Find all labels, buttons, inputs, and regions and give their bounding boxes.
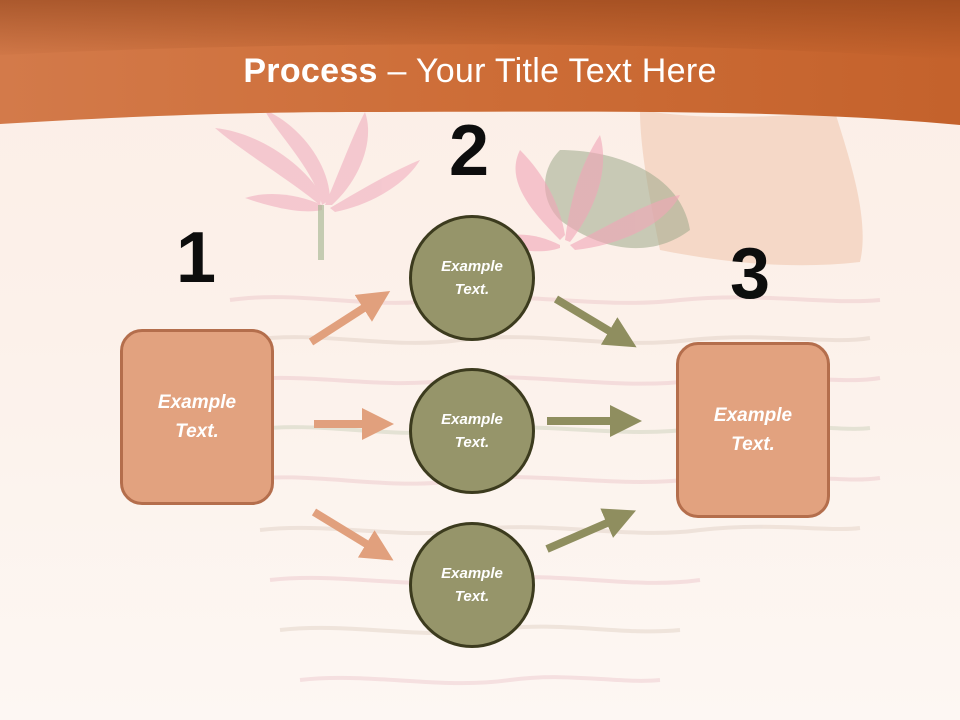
- slide-title: Process – Your Title Text Here: [0, 52, 960, 91]
- left-box-text: Example Text.: [157, 392, 237, 442]
- circle-middle-text: Example Text.: [441, 411, 503, 451]
- step-number-3: 3: [730, 234, 771, 314]
- arrow-right-top: [553, 295, 637, 348]
- right-process-box[interactable]: Example Text.: [676, 342, 830, 518]
- circle-top[interactable]: Example Text.: [409, 215, 535, 341]
- circle-bottom[interactable]: Example Text.: [409, 522, 535, 648]
- circle-top-text: Example Text.: [441, 258, 503, 298]
- arrow-left-bottom: [311, 508, 394, 561]
- right-box-text: Example Text.: [713, 405, 793, 455]
- circle-middle[interactable]: Example Text.: [409, 368, 535, 494]
- title-rest: – Your Title Text Here: [377, 52, 717, 90]
- left-process-box[interactable]: Example Text.: [120, 329, 274, 505]
- title-bold: Process: [243, 52, 378, 90]
- arrow-left-top: [308, 291, 391, 346]
- circle-bottom-text: Example Text.: [441, 565, 503, 605]
- step-number-1: 1: [176, 218, 217, 298]
- step-number-2: 2: [449, 111, 490, 191]
- arrow-right-bottom: [545, 508, 637, 553]
